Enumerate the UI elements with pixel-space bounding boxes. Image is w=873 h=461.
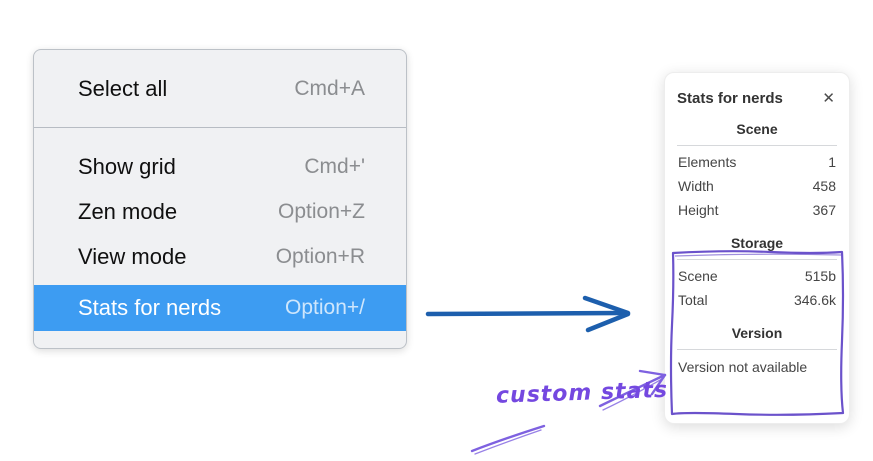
menu-item-label: Stats for nerds <box>78 295 222 320</box>
menu-item-label: View mode <box>78 243 187 269</box>
stat-row-height: Height 367 <box>677 198 837 222</box>
section-title-storage: Storage <box>730 235 784 251</box>
stat-label: Height <box>678 202 719 218</box>
close-icon[interactable]: ✕ <box>822 90 835 107</box>
stat-label: Total <box>678 292 708 308</box>
stat-value: 346.6k <box>793 292 836 308</box>
menu-item-shortcut: Option+R <box>275 244 365 268</box>
menu-item-stats-for-nerds[interactable]: Stats for nerds Option+/ <box>34 285 406 331</box>
stat-label: Width <box>678 178 714 194</box>
stat-label: Scene <box>678 268 718 284</box>
menu-item-label: Zen mode <box>78 198 178 224</box>
menu-item-label: Select all <box>78 75 168 101</box>
stat-row-elements: Elements 1 <box>677 150 837 174</box>
section-title-scene: Scene <box>736 121 778 137</box>
menu-item-zen-mode[interactable]: Zen mode Option+Z <box>34 189 406 234</box>
menu-section-top: Select all Cmd+A <box>34 50 406 111</box>
menu-section-bottom: Show grid Cmd+' Zen mode Option+Z View m… <box>34 128 406 331</box>
menu-item-view-mode[interactable]: View mode Option+R <box>34 234 406 279</box>
stat-row-scene-storage: Scene 515b <box>677 264 837 288</box>
stat-value: 515b <box>804 268 836 284</box>
stat-value: 458 <box>812 178 836 194</box>
section-divider <box>677 145 837 146</box>
menu-item-shortcut: Option+/ <box>285 296 365 319</box>
menu-item-show-grid[interactable]: Show grid Cmd+' <box>34 144 406 189</box>
stat-label: Elements <box>678 154 737 170</box>
stats-panel-header: Stats for nerds ✕ <box>677 89 837 108</box>
stat-row-total-storage: Total 346.6k <box>677 288 837 312</box>
annotation-arrow-icon <box>470 369 667 455</box>
section-title-version: Version <box>731 325 783 341</box>
stat-value: 1 <box>828 154 836 170</box>
stats-panel: Stats for nerds ✕ Scene Elements 1 Width… <box>664 72 850 424</box>
menu-item-label: Show grid <box>78 153 176 179</box>
section-divider <box>677 259 837 260</box>
menu-item-select-all[interactable]: Select all Cmd+A <box>34 66 406 111</box>
menu-item-shortcut: Cmd+' <box>304 154 365 178</box>
menu-item-shortcut: Cmd+A <box>294 76 365 100</box>
stat-row-width: Width 458 <box>677 174 837 198</box>
stat-value: 367 <box>812 202 836 218</box>
annotation-text: custom stats <box>495 377 669 409</box>
flow-arrow-icon <box>425 295 631 333</box>
menu-item-shortcut: Option+Z <box>278 199 365 223</box>
version-note: Version not available <box>678 359 808 375</box>
context-menu: Select all Cmd+A Show grid Cmd+' Zen mod… <box>33 49 407 349</box>
section-divider <box>677 349 837 350</box>
menu-divider <box>34 127 406 128</box>
stats-panel-title: Stats for nerds <box>677 90 783 107</box>
